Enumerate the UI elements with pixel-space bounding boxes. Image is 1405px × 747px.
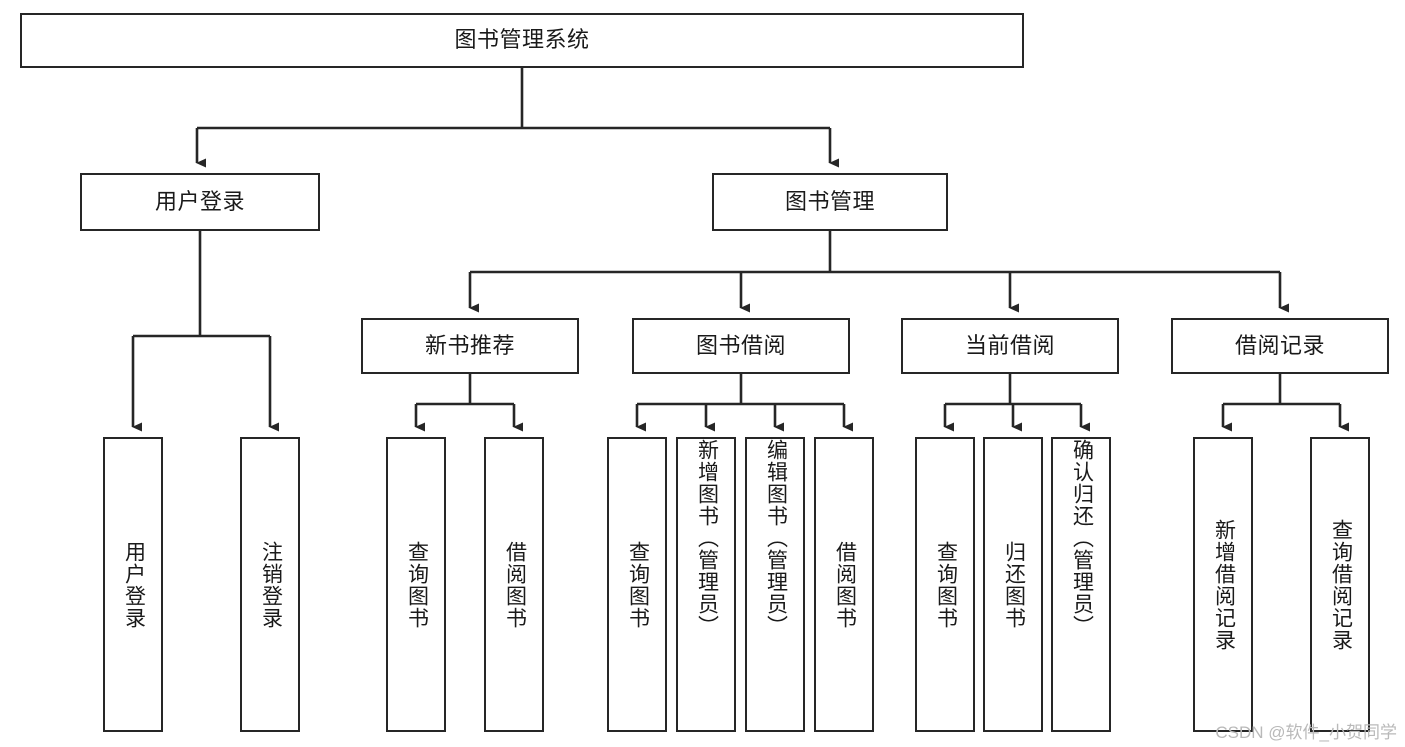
- node-leaf-query-book-current-label: 查询图书: [934, 540, 958, 629]
- node-leaf-add-borrow-record[interactable]: 新增借阅记录: [1193, 437, 1253, 732]
- node-leaf-query-book-recommend[interactable]: 查询图书: [386, 437, 446, 732]
- node-leaf-add-book-label: 新增图书（管理员）: [695, 439, 719, 637]
- node-leaf-query-book-recommend-label: 查询图书: [405, 540, 429, 629]
- node-leaf-logout[interactable]: 注销登录: [240, 437, 300, 732]
- node-leaf-borrow-book-recommend[interactable]: 借阅图书: [484, 437, 544, 732]
- node-book-borrow-label: 图书借阅: [695, 332, 786, 358]
- node-leaf-confirm-return-label: 确认归还（管理员）: [1070, 439, 1094, 637]
- node-leaf-query-book-borrow[interactable]: 查询图书: [607, 437, 667, 732]
- node-borrow-record-label: 借阅记录: [1234, 332, 1325, 358]
- node-leaf-return-book-label: 归还图书: [1002, 540, 1026, 629]
- node-root-label: 图书管理系统: [454, 27, 590, 53]
- node-leaf-borrow-book-recommend-label: 借阅图书: [503, 540, 527, 629]
- node-leaf-user-login-label: 用户登录: [122, 540, 146, 629]
- node-leaf-add-borrow-record-label: 新增借阅记录: [1212, 518, 1236, 651]
- watermark: CSDN @软件_小贺同学: [1215, 723, 1397, 742]
- node-leaf-borrow-book-label: 借阅图书: [833, 540, 857, 629]
- node-leaf-user-login[interactable]: 用户登录: [103, 437, 163, 732]
- node-book-borrow[interactable]: 图书借阅: [632, 318, 850, 374]
- node-leaf-borrow-book[interactable]: 借阅图书: [814, 437, 874, 732]
- node-leaf-query-borrow-record-label: 查询借阅记录: [1329, 518, 1353, 651]
- node-current-borrow-label: 当前借阅: [964, 332, 1055, 358]
- node-user-login-label: 用户登录: [154, 188, 245, 214]
- node-book-manage-label: 图书管理: [784, 188, 875, 214]
- node-borrow-record[interactable]: 借阅记录: [1171, 318, 1389, 374]
- node-leaf-query-borrow-record[interactable]: 查询借阅记录: [1310, 437, 1370, 732]
- node-new-book-recommend[interactable]: 新书推荐: [361, 318, 579, 374]
- node-leaf-confirm-return[interactable]: 确认归还（管理员）: [1051, 437, 1111, 732]
- node-leaf-logout-label: 注销登录: [259, 540, 283, 629]
- node-user-login[interactable]: 用户登录: [80, 173, 320, 231]
- node-new-book-recommend-label: 新书推荐: [424, 332, 515, 358]
- node-leaf-add-book[interactable]: 新增图书（管理员）: [676, 437, 736, 732]
- node-leaf-edit-book-label: 编辑图书（管理员）: [764, 439, 788, 637]
- node-leaf-edit-book[interactable]: 编辑图书（管理员）: [745, 437, 805, 732]
- node-current-borrow[interactable]: 当前借阅: [901, 318, 1119, 374]
- node-root[interactable]: 图书管理系统: [20, 13, 1024, 68]
- node-book-manage[interactable]: 图书管理: [712, 173, 948, 231]
- node-leaf-query-book-current[interactable]: 查询图书: [915, 437, 975, 732]
- node-leaf-query-book-borrow-label: 查询图书: [626, 540, 650, 629]
- node-leaf-return-book[interactable]: 归还图书: [983, 437, 1043, 732]
